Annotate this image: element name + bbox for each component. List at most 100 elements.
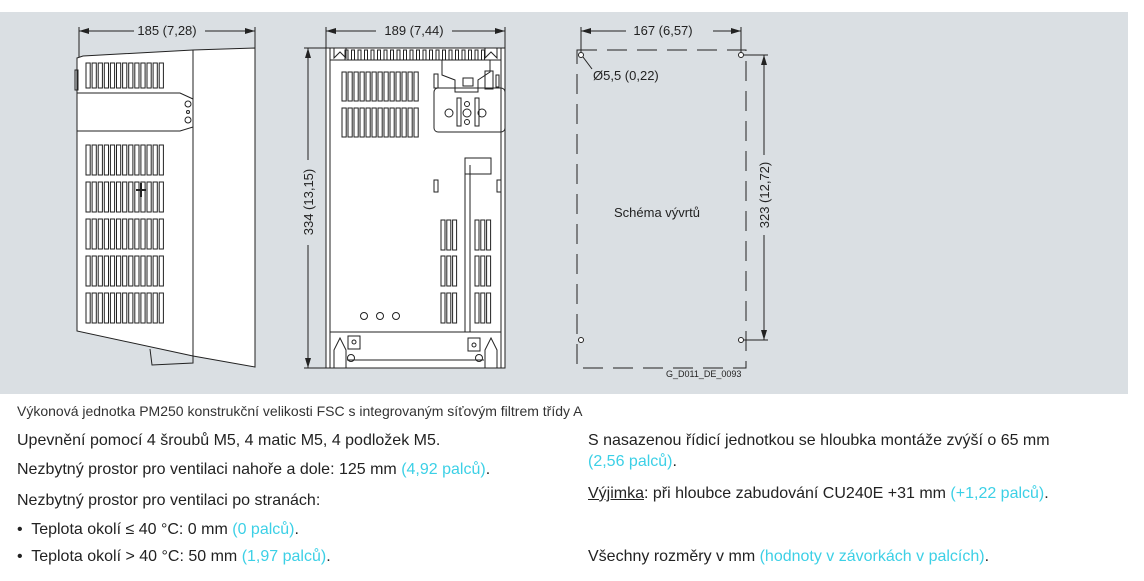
vent-slot	[103, 218, 110, 250]
mount-hole	[738, 52, 744, 58]
vent-top-bottom-text: Nezbytný prostor pro ventilaci nahoře a …	[17, 461, 490, 479]
vent-slot	[452, 255, 458, 287]
vent-slot	[134, 181, 140, 213]
vent-slot	[468, 49, 472, 61]
vent-slot	[158, 255, 164, 287]
vent-slot	[401, 71, 407, 102]
vent-slot	[97, 181, 103, 213]
vent-slot	[446, 219, 452, 251]
units-inch: (hodnoty v závorkách v palcích)	[759, 548, 985, 565]
period: .	[294, 521, 299, 538]
exception-inch: (+1,22 palců)	[950, 485, 1045, 502]
vent-slot	[91, 292, 97, 324]
vent-slot	[440, 292, 446, 324]
exception-text: Výjimka: při hloubce zabudování CU240E +…	[588, 485, 1049, 503]
vent-slot	[91, 62, 97, 89]
vent-slot	[365, 107, 371, 138]
vent-slot	[353, 71, 359, 102]
vent-slot	[97, 255, 103, 287]
vent-top-bottom-inch: (4,92 palců)	[401, 461, 486, 478]
vent-slot	[395, 71, 401, 102]
vent-slot	[364, 49, 368, 61]
vent-slot	[103, 292, 110, 324]
vent-slot	[370, 49, 375, 61]
vent-slot	[122, 292, 128, 324]
vent-slot	[128, 218, 134, 250]
vent-slot	[347, 71, 353, 102]
vent-slot	[486, 255, 492, 287]
vent-slot	[446, 292, 452, 324]
vent-slot	[341, 71, 347, 102]
vent-slot	[122, 255, 128, 287]
vent-slot	[85, 218, 91, 250]
vent-slot	[109, 62, 116, 89]
vent-slot	[390, 49, 394, 61]
mounting-text: Upevnění pomocí 4 šroubů M5, 4 matic M5,…	[17, 432, 441, 449]
depth-inch-line: (2,56 palců).	[588, 453, 677, 471]
vent-slot	[109, 292, 116, 324]
exception-body: : při hloubce zabudování CU240E +31 mm	[644, 485, 951, 502]
vent-slot	[435, 49, 440, 61]
vent-slot	[455, 49, 459, 61]
vent-slot	[474, 292, 480, 324]
vent-slot	[446, 255, 452, 287]
vent-slot	[486, 292, 492, 324]
vent-slot	[116, 255, 122, 287]
vent-slot	[146, 292, 152, 324]
vent-slot	[116, 218, 122, 250]
units-body: Všechny rozměry v mm	[588, 548, 760, 565]
vent-slot	[357, 49, 362, 61]
vent-slot	[116, 181, 122, 213]
bullet-inch: (1,97 palců)	[241, 548, 327, 565]
vent-slot	[91, 181, 97, 213]
vent-slot	[474, 255, 480, 287]
vent-slot	[474, 49, 479, 61]
mount-hole	[578, 337, 584, 343]
exception-label: Výjimka	[588, 485, 645, 502]
figure-caption: Výkonová jednotka PM250 konstrukční veli…	[17, 403, 583, 419]
vent-slot	[365, 71, 371, 102]
vent-slot	[158, 62, 164, 89]
vent-slot	[103, 181, 110, 213]
vent-slot	[140, 144, 146, 176]
vent-slot	[413, 107, 419, 138]
vent-slot	[134, 292, 140, 324]
vent-slot	[109, 144, 116, 176]
vent-slot	[158, 181, 164, 213]
vent-slot	[448, 49, 453, 61]
vent-slot	[146, 144, 152, 176]
vent-slot	[134, 255, 140, 287]
vent-slot	[383, 49, 388, 61]
vent-slot	[146, 218, 152, 250]
vent-slot	[158, 218, 164, 250]
vent-slot	[85, 181, 91, 213]
drill-pattern-label: Schéma vývrtů	[614, 205, 700, 220]
side-width-label: 185 (7,28)	[137, 23, 196, 38]
depth-inch: (2,56 palců)	[588, 453, 673, 470]
vent-slot	[128, 292, 134, 324]
hole-diameter-label: Ø5,5 (0,22)	[593, 68, 659, 83]
vent-slot	[122, 181, 128, 213]
vent-slot	[389, 71, 395, 102]
vent-slot	[409, 49, 414, 61]
vent-slot	[377, 49, 381, 61]
vent-slot	[122, 144, 128, 176]
vent-slot	[122, 62, 128, 89]
vent-slot	[389, 107, 395, 138]
vent-slot	[128, 144, 134, 176]
vent-slot	[134, 62, 140, 89]
vent-slot	[422, 49, 427, 61]
figure-id: G_D011_DE_0093	[666, 369, 741, 379]
vent-slot	[152, 144, 158, 176]
vent-slot	[128, 255, 134, 287]
vent-slot	[85, 292, 91, 324]
vent-slot	[134, 144, 140, 176]
vent-slot	[452, 292, 458, 324]
vent-slot	[383, 71, 389, 102]
vent-slot	[97, 62, 103, 89]
vent-slot	[395, 107, 401, 138]
vent-slot	[97, 144, 103, 176]
vent-slot	[377, 107, 383, 138]
vent-slot	[461, 49, 466, 61]
vent-slot	[91, 255, 97, 287]
